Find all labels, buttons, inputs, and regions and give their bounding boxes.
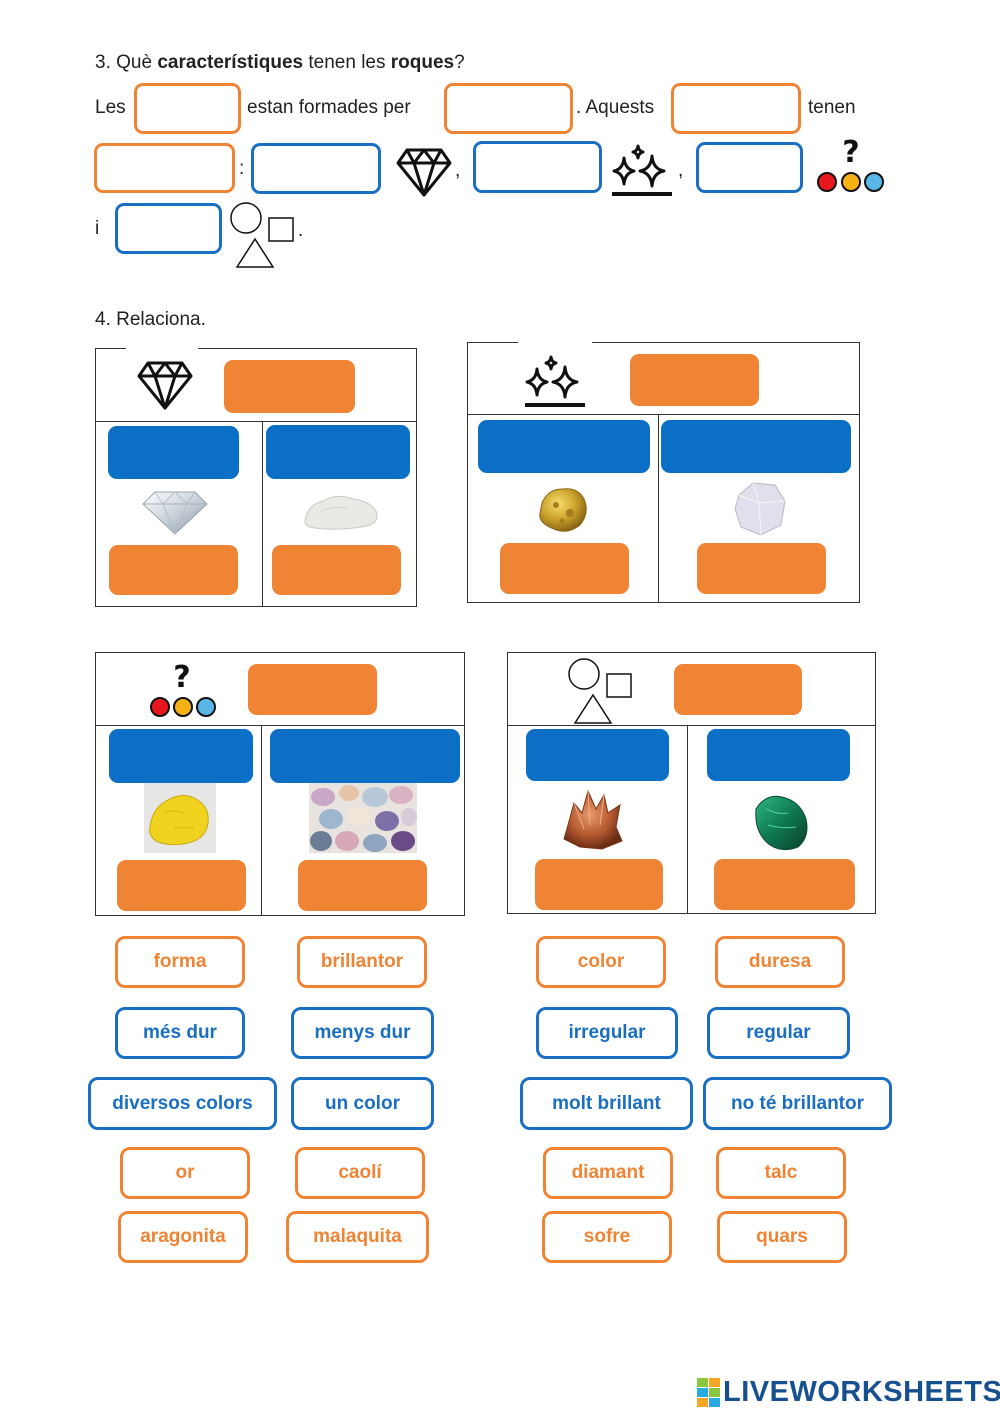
- text-tenen: tenen: [808, 97, 856, 118]
- word-talc[interactable]: talc: [716, 1147, 846, 1199]
- question-3-title: 3. Què característiques tenen les roques…: [95, 52, 465, 73]
- answer-field-5[interactable]: [251, 143, 381, 194]
- word-un-color[interactable]: un color: [291, 1077, 434, 1130]
- drop-zone-mineral-right[interactable]: [298, 860, 427, 911]
- word-menys-dur[interactable]: menys dur: [291, 1007, 434, 1059]
- word-caoli[interactable]: caolí: [295, 1147, 425, 1199]
- answer-field-7[interactable]: [696, 142, 803, 193]
- drop-zone-mineral-right[interactable]: [272, 545, 401, 595]
- word-no-te-brillantor[interactable]: no té brillantor: [703, 1077, 892, 1130]
- question-number: 3.: [95, 52, 111, 73]
- gold-nugget-image: [534, 483, 590, 535]
- answer-field-2[interactable]: [444, 83, 573, 134]
- answer-field-6[interactable]: [473, 141, 602, 193]
- malachite-image: [748, 789, 814, 855]
- text-period: .: [298, 220, 304, 241]
- answer-field-3[interactable]: [671, 83, 801, 134]
- drop-zone-value-right[interactable]: [266, 425, 410, 479]
- logo-text: LIVEWORKSHEETS: [723, 1376, 1000, 1408]
- color-dots-icon: ?: [815, 134, 887, 196]
- word-forma[interactable]: forma: [115, 936, 245, 988]
- drop-zone-mineral-left[interactable]: [109, 545, 238, 595]
- word-duresa[interactable]: duresa: [715, 936, 845, 988]
- text-les: Les: [95, 97, 126, 118]
- match-card-shine: [467, 341, 860, 603]
- mixed-minerals-image: [309, 783, 417, 853]
- word-quars[interactable]: quars: [717, 1211, 847, 1263]
- word-or[interactable]: or: [120, 1147, 250, 1199]
- liveworksheets-logo: LIVEWORKSHEETS: [697, 1376, 1000, 1409]
- text-estan-formades: estan formades per: [247, 97, 411, 118]
- svg-text:?: ?: [842, 135, 859, 170]
- drop-zone-value-left[interactable]: [526, 729, 669, 781]
- word-malaquita[interactable]: malaquita: [286, 1211, 429, 1263]
- kaolin-image: [301, 491, 381, 531]
- word-diamant[interactable]: diamant: [543, 1147, 673, 1199]
- text-aquests: . Aquests: [576, 97, 655, 118]
- drop-zone-mineral-left[interactable]: [500, 543, 629, 594]
- text-comma-2: ,: [678, 160, 684, 181]
- drop-zone-value-left[interactable]: [478, 420, 650, 473]
- word-diversos-colors[interactable]: diversos colors: [88, 1077, 277, 1130]
- drop-zone-value-left[interactable]: [109, 729, 253, 783]
- drop-zone-value-right[interactable]: [707, 729, 850, 781]
- drop-zone-value-left[interactable]: [108, 426, 239, 479]
- text-i: i: [95, 218, 100, 239]
- sparkle-icon: [523, 355, 587, 411]
- diamond-icon: [395, 146, 453, 198]
- word-sofre[interactable]: sofre: [542, 1211, 672, 1263]
- text-colon: :: [239, 158, 245, 179]
- shapes-icon: [228, 201, 300, 271]
- drop-zone-value-right[interactable]: [270, 729, 460, 783]
- answer-field-4[interactable]: [94, 143, 235, 193]
- diamond-icon: [136, 359, 194, 411]
- color-dots-icon: ?: [146, 659, 218, 721]
- answer-field-1[interactable]: [134, 83, 241, 134]
- logo-mark-icon: [697, 1377, 720, 1407]
- sulfur-image: [144, 783, 216, 853]
- drop-zone-property[interactable]: [248, 664, 377, 715]
- drop-zone-mineral-left[interactable]: [117, 860, 246, 911]
- drop-zone-property[interactable]: [224, 360, 355, 413]
- quartz-image: [731, 479, 791, 539]
- word-brillantor[interactable]: brillantor: [297, 936, 427, 988]
- word-molt-brillant[interactable]: molt brillant: [520, 1077, 693, 1130]
- word-aragonita[interactable]: aragonita: [118, 1211, 248, 1263]
- match-card-color: ?: [95, 652, 465, 916]
- drop-zone-mineral-right[interactable]: [714, 859, 855, 910]
- word-color[interactable]: color: [536, 936, 666, 988]
- match-card-shape: [507, 652, 876, 914]
- drop-zone-property[interactable]: [630, 354, 759, 406]
- drop-zone-value-right[interactable]: [661, 420, 851, 473]
- svg-text:?: ?: [173, 660, 190, 695]
- match-card-hardness: [95, 347, 417, 607]
- word-irregular[interactable]: irregular: [536, 1007, 678, 1059]
- diamond-image: [141, 486, 209, 536]
- word-mes-dur[interactable]: més dur: [115, 1007, 245, 1059]
- drop-zone-mineral-right[interactable]: [697, 543, 826, 594]
- aragonite-image: [558, 785, 628, 855]
- shapes-icon: [566, 657, 638, 727]
- text-comma-1: ,: [455, 160, 461, 181]
- drop-zone-mineral-left[interactable]: [535, 859, 663, 910]
- word-regular[interactable]: regular: [707, 1007, 850, 1059]
- question-4-title: 4. Relaciona.: [95, 309, 206, 330]
- answer-field-8[interactable]: [115, 203, 222, 254]
- drop-zone-property[interactable]: [674, 664, 802, 715]
- sparkle-icon: [610, 144, 674, 200]
